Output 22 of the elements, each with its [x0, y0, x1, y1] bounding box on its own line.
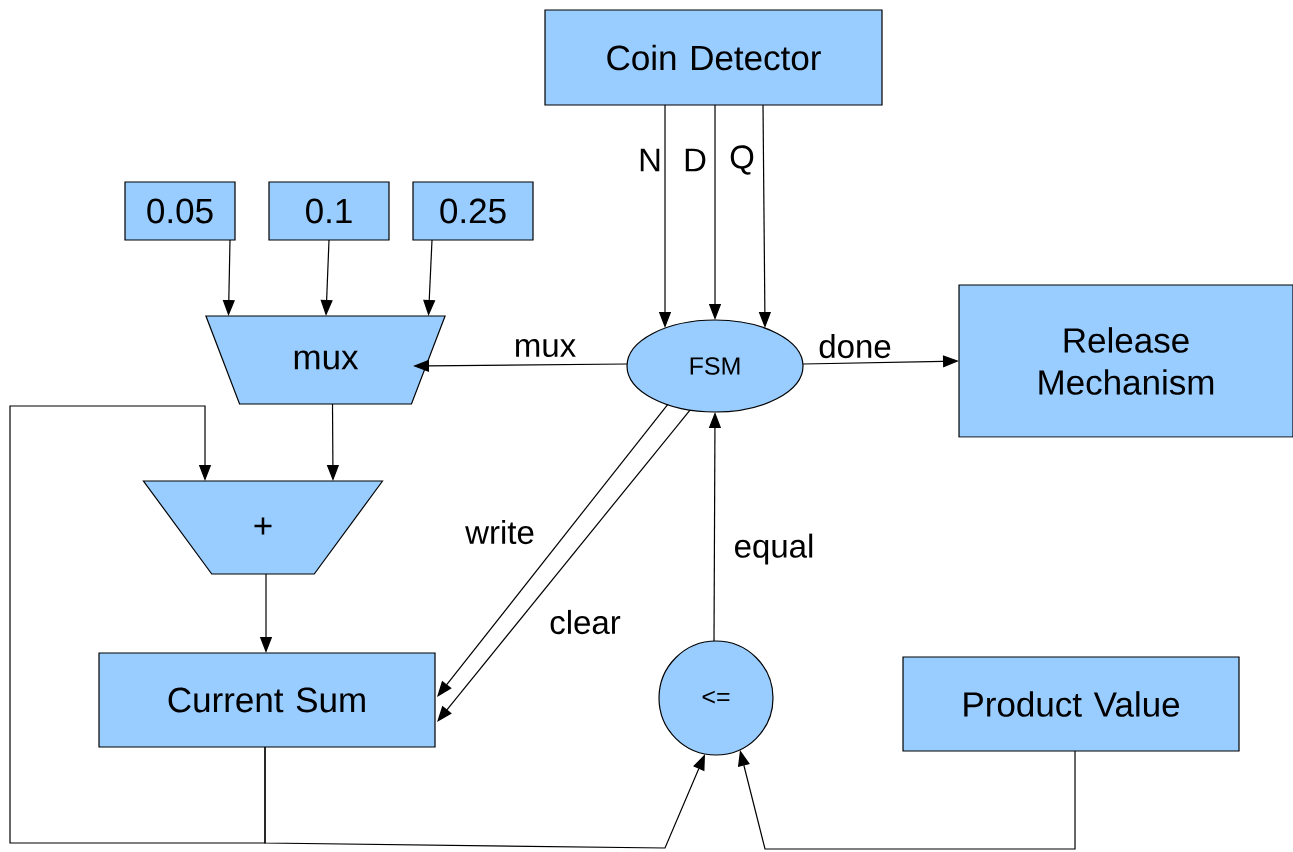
edge-label: D [685, 148, 706, 172]
constant-box: 0.1 [268, 181, 390, 241]
edge-label: equal [735, 533, 813, 565]
constant-box: 0.05 [124, 181, 236, 241]
arrow [9, 405, 266, 844]
edge-label: mux [516, 338, 576, 358]
multiplexer-trapezoid: mux [205, 315, 446, 405]
block-box: Release Mechanism [958, 284, 1293, 438]
edge-label: N [640, 148, 660, 172]
edge-label: clear [550, 609, 621, 635]
arrow [437, 409, 691, 722]
edge-label: Q [730, 145, 754, 175]
edge-label: write [465, 519, 534, 545]
block-box: Coin Detector [544, 9, 883, 106]
arrow [264, 746, 705, 849]
edge-label: done [819, 333, 891, 359]
arrow [437, 403, 669, 697]
block-box: Product Value [902, 656, 1240, 752]
adder-trapezoid: + [142, 480, 384, 575]
constant-box: 0.25 [412, 181, 534, 241]
register-box: Current Sum [98, 652, 436, 748]
arrow [737, 750, 1076, 850]
